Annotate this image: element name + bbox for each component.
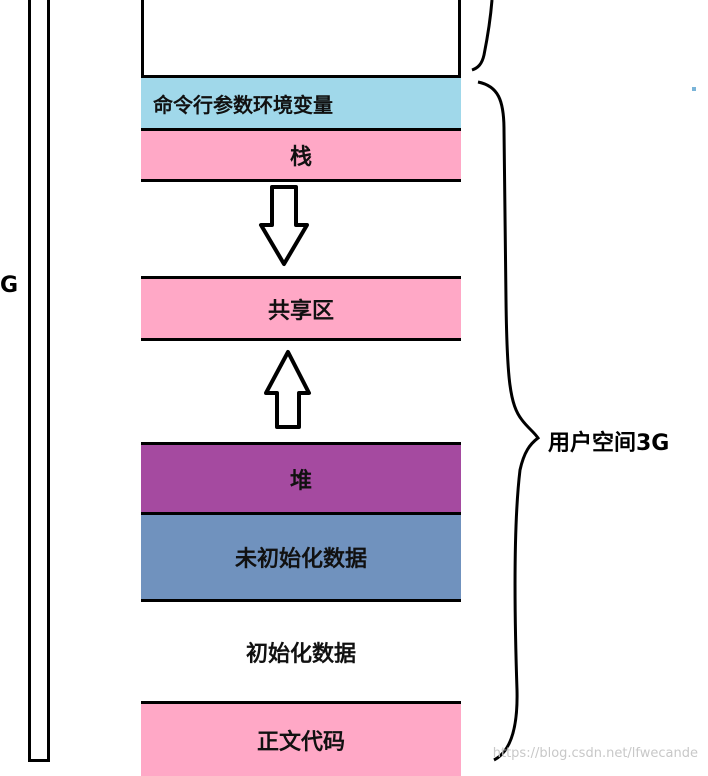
left-size-label: G (0, 273, 19, 298)
arrow-down-icon (259, 185, 309, 266)
arrow-up-icon (264, 350, 311, 429)
segment-cmdline-env: 命令行参数环境变量 (141, 75, 461, 128)
segment-shared-area: 共享区 (141, 276, 461, 338)
segment-initialized-data: 初始化数据 (141, 599, 461, 701)
kernel-space-bar (28, 0, 50, 762)
user-space-label: 用户空间3G (548, 431, 670, 456)
upper-brace-icon (471, 0, 494, 72)
segment-uninitialized-data: 未初始化数据 (141, 512, 461, 599)
watermark: https://blog.csdn.net/lfwecande (492, 746, 698, 761)
segment-text-code: 正文代码 (141, 701, 461, 776)
user-space-brace-icon (477, 80, 541, 762)
segment-heap: 堆 (141, 442, 461, 512)
segment-stack: 栈 (141, 128, 461, 179)
